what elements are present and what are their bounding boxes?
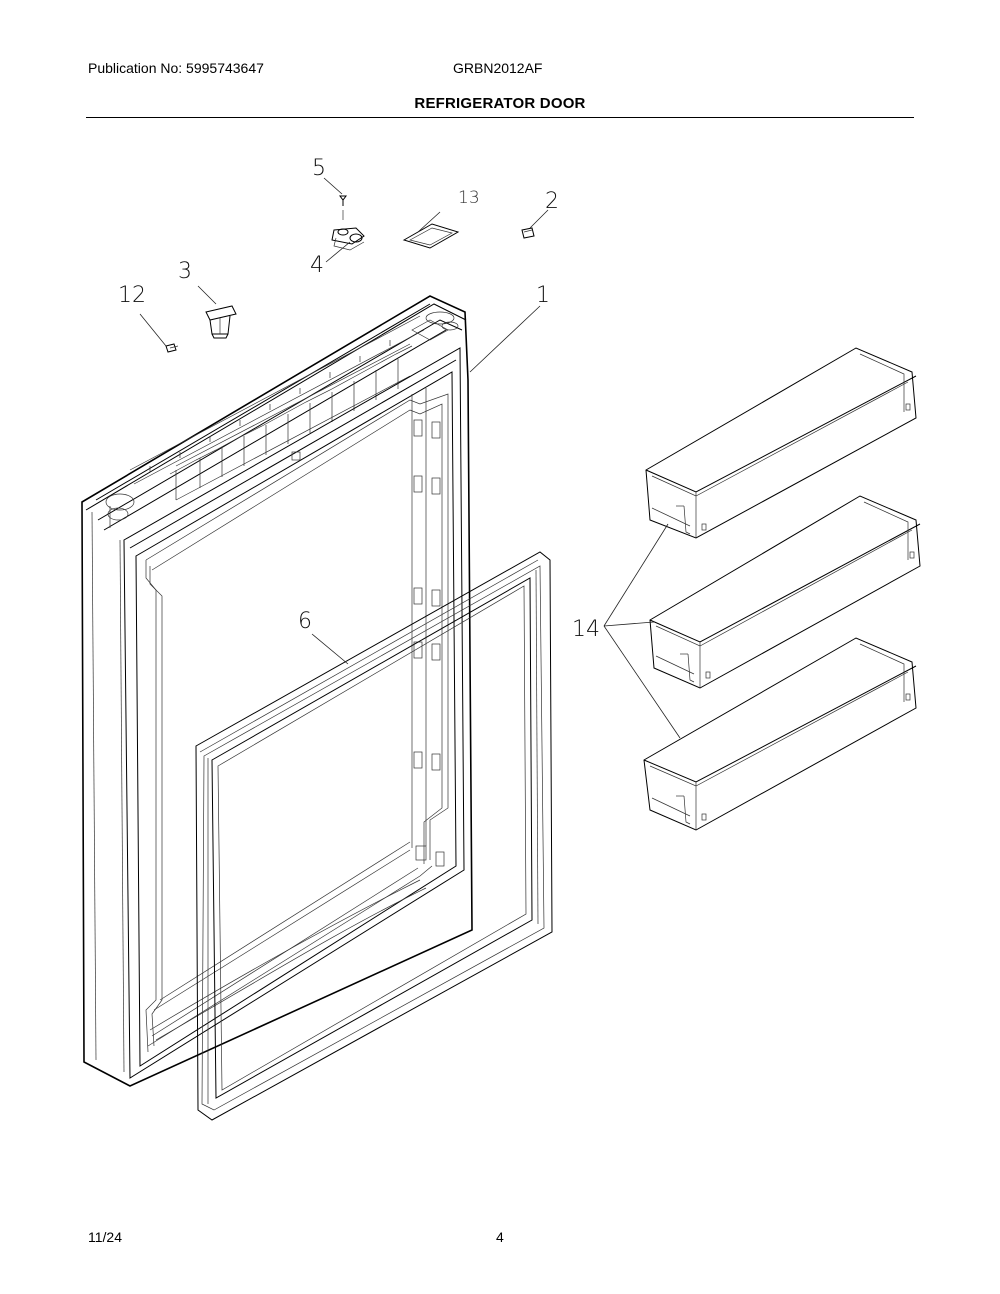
model-number: GRBN2012AF [453, 60, 543, 76]
part-5-screw [339, 195, 347, 220]
door-bin-bottom [643, 637, 917, 831]
door-gasket [195, 551, 553, 1121]
callout-4: 4 [310, 253, 324, 278]
part-3-bushing [205, 305, 237, 339]
callout-1: 1 [536, 283, 550, 308]
callout-12: 12 [118, 283, 146, 308]
door-assembly [81, 295, 473, 1087]
callout-2: 2 [545, 189, 559, 214]
page-title: REFRIGERATOR DOOR [414, 95, 586, 112]
part-13-label [402, 223, 460, 249]
door-bin-top [645, 347, 917, 539]
callout-6: 6 [298, 609, 312, 634]
part-12-screw [165, 343, 179, 353]
page-number: 4 [496, 1229, 504, 1245]
leader-lines [139, 177, 681, 739]
door-bin-middle [649, 495, 921, 689]
part-4-hinge-bracket [331, 227, 365, 251]
publication-number: Publication No: 5995743647 [88, 60, 264, 76]
callout-5: 5 [312, 156, 326, 181]
part-2-clip [521, 227, 535, 239]
callout-13: 13 [458, 188, 480, 208]
callout-3: 3 [178, 259, 192, 284]
header-rule [86, 117, 914, 118]
callout-14: 14 [572, 617, 600, 642]
footer-date: 11/24 [88, 1229, 122, 1245]
